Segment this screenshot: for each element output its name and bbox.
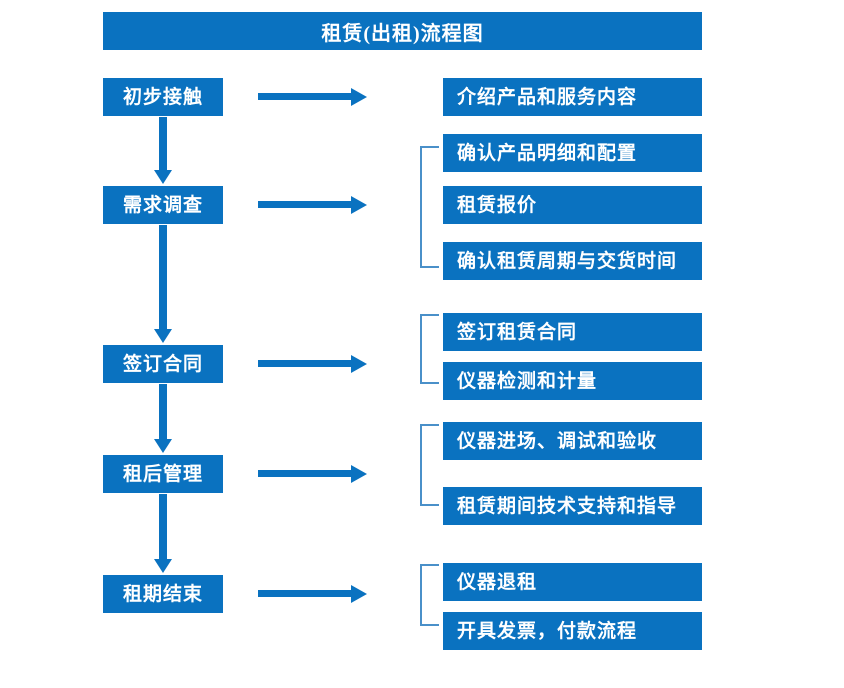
vertical-arrow-4 (151, 494, 175, 574)
detail-box-9[interactable]: 仪器退租 (443, 563, 702, 601)
vertical-arrow-2 (151, 225, 175, 344)
detail-box-1[interactable]: 介绍产品和服务内容 (443, 78, 702, 116)
stage-box-1[interactable]: 初步接触 (103, 78, 223, 116)
page-title: 租赁(出租)流程图 (103, 12, 702, 50)
detail-box-2[interactable]: 确认产品明细和配置 (443, 134, 702, 172)
group-bracket-2 (419, 146, 439, 268)
stage-box-5[interactable]: 租期结束 (103, 575, 223, 613)
horizontal-arrow-2 (258, 194, 368, 216)
horizontal-arrow-4 (258, 463, 368, 485)
horizontal-arrow-3 (258, 353, 368, 375)
vertical-arrow-1 (151, 117, 175, 185)
group-bracket-4 (419, 424, 439, 506)
stage-box-2[interactable]: 需求调查 (103, 186, 223, 224)
horizontal-arrow-5 (258, 583, 368, 605)
vertical-arrow-3 (151, 384, 175, 454)
detail-box-8[interactable]: 租赁期间技术支持和指导 (443, 487, 702, 525)
group-bracket-3 (419, 314, 439, 384)
detail-box-3[interactable]: 租赁报价 (443, 186, 702, 224)
stage-box-4[interactable]: 租后管理 (103, 455, 223, 493)
horizontal-arrow-1 (258, 86, 368, 108)
stage-box-3[interactable]: 签订合同 (103, 345, 223, 383)
group-bracket-5 (419, 564, 439, 626)
detail-box-5[interactable]: 签订租赁合同 (443, 313, 702, 351)
detail-box-4[interactable]: 确认租赁周期与交货时间 (443, 242, 702, 280)
detail-box-7[interactable]: 仪器进场、调试和验收 (443, 422, 702, 460)
detail-box-6[interactable]: 仪器检测和计量 (443, 362, 702, 400)
detail-box-10[interactable]: 开具发票，付款流程 (443, 612, 702, 650)
